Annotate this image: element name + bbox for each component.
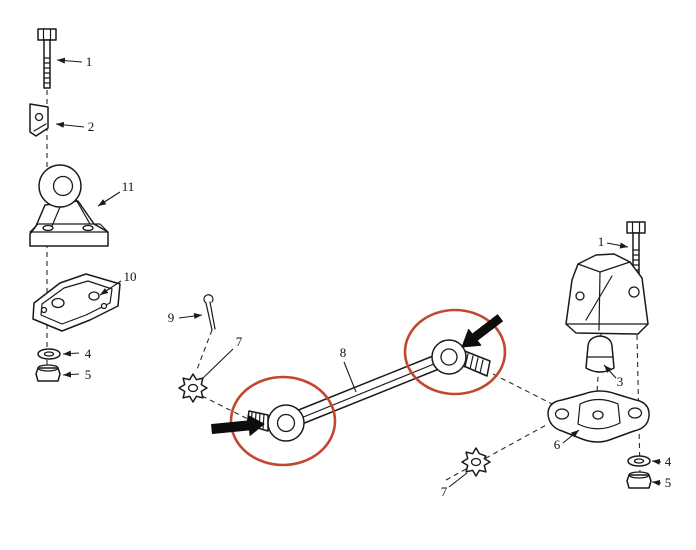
leader-7-lower [448, 472, 468, 488]
callout-3: 3 [617, 374, 624, 389]
callout-8: 8 [340, 345, 347, 360]
axis-nut-to-rod-left [201, 395, 253, 422]
highlight-left-rod-end [211, 375, 337, 467]
callout-5-right: 5 [665, 475, 672, 490]
callout-1-right: 1 [598, 234, 605, 249]
callout-6: 6 [554, 437, 561, 452]
part-pivot-bracket-11 [29, 164, 109, 247]
callout-5-left: 5 [85, 367, 92, 382]
callout-4-right: 4 [665, 454, 672, 469]
leader-10 [99, 280, 122, 296]
callout-2: 2 [88, 119, 95, 134]
pointer-arrow-right [461, 314, 503, 348]
axis-pin-to-nut [195, 329, 213, 373]
leader-9 [178, 313, 203, 320]
leader-3 [603, 364, 617, 379]
part-washer-left [37, 348, 61, 360]
pointer-arrow-left [211, 415, 265, 436]
part-washer-right [627, 455, 651, 467]
part-cotter-pin-9 [203, 294, 216, 331]
part-nut-right [626, 471, 652, 489]
callout-11: 11 [122, 179, 135, 194]
part-engine-mount-bracket [565, 253, 649, 335]
part-mounting-plate-10 [32, 273, 121, 332]
part-castellated-nut-lower-7 [461, 447, 491, 477]
leader-7-upper [201, 348, 234, 380]
callout-7-upper: 7 [236, 334, 243, 349]
axis-rod-right-to-bracket [492, 373, 561, 409]
leader-1-left [56, 57, 83, 64]
highlight-circle-right [403, 308, 507, 396]
leader-4-left [62, 350, 80, 357]
leader-4-right [651, 458, 662, 465]
part-torque-rod-8 [246, 339, 491, 442]
part-nut-left [35, 364, 61, 382]
part-rubber-bushing-3 [585, 335, 615, 373]
part-clip-bracket [29, 103, 49, 137]
callout-leaders [55, 57, 662, 488]
callout-labels: 1 2 11 10 4 5 9 7 8 7 1 3 6 4 5 [85, 54, 672, 499]
leader-6 [562, 429, 580, 444]
highlight-right-rod-end [403, 308, 507, 396]
callout-9: 9 [168, 310, 175, 325]
leader-11 [97, 191, 121, 207]
callout-1-left: 1 [86, 54, 93, 69]
leader-5-left [62, 371, 80, 378]
callout-10: 10 [124, 269, 137, 284]
leader-8 [343, 361, 357, 393]
callout-4-left: 4 [85, 346, 92, 361]
callout-7-lower: 7 [441, 484, 448, 499]
part-support-bracket-6 [547, 390, 650, 443]
part-hex-bolt-left [37, 28, 57, 89]
leader-2 [55, 121, 85, 128]
leader-1-right [606, 242, 629, 249]
leader-5-right [651, 479, 662, 486]
part-castellated-nut-upper-7 [178, 373, 208, 403]
highlight-circle-left [229, 375, 337, 467]
axis-lower-nut [445, 423, 549, 481]
